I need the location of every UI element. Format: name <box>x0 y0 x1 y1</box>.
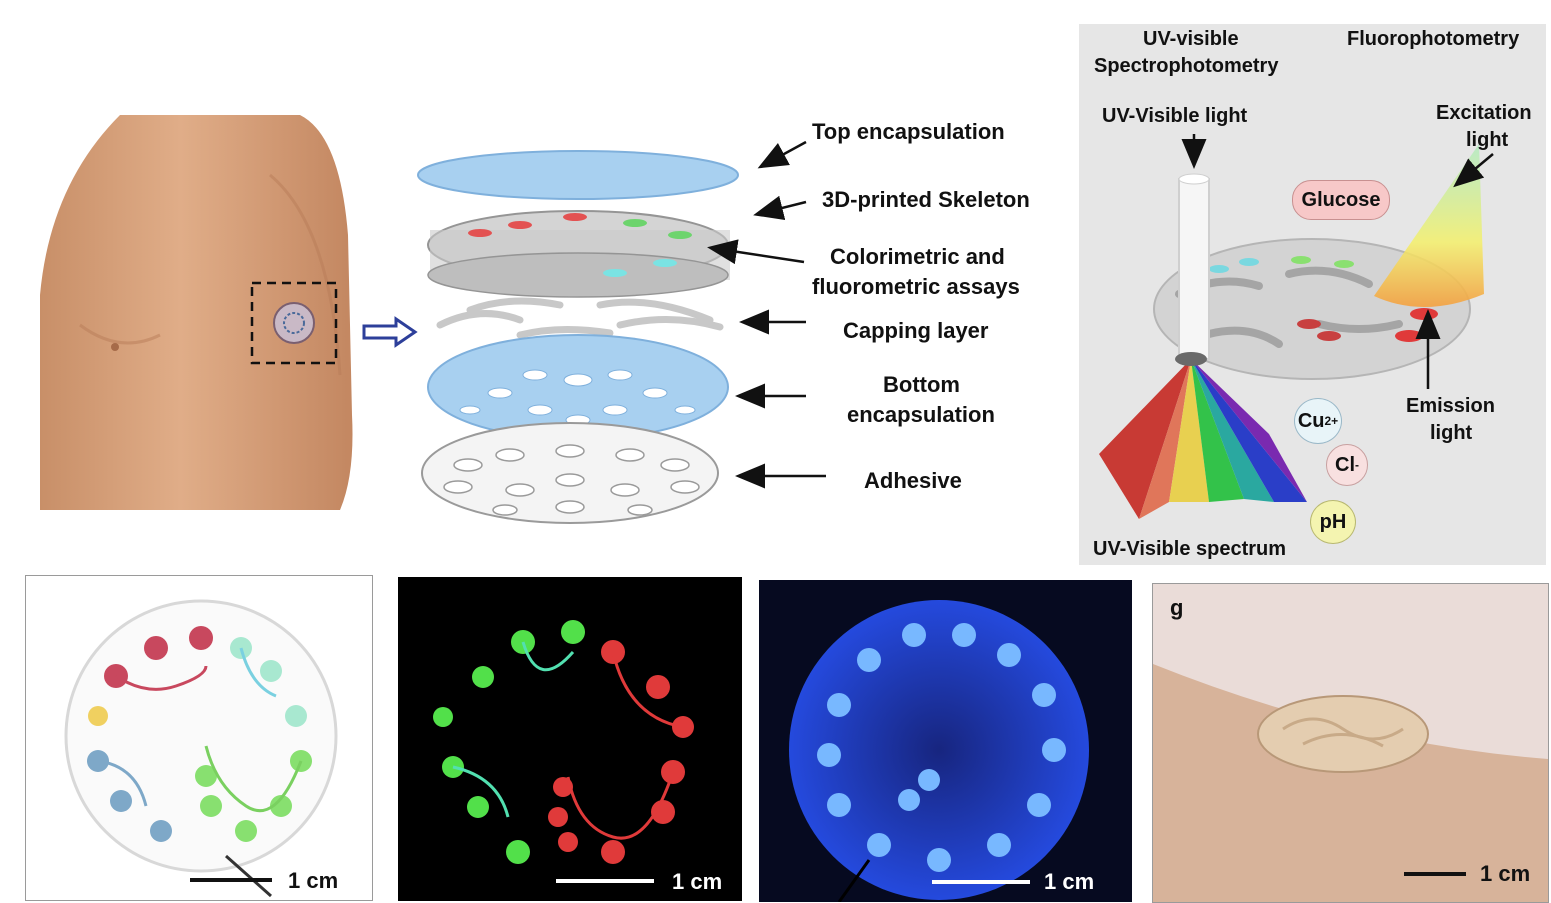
uv-light-tube <box>1178 178 1210 360</box>
label-emission-line2: light <box>1430 422 1473 444</box>
optics-illustration <box>1099 134 1494 519</box>
spectrum-fan <box>1099 352 1307 519</box>
fluorescent-device-drawing <box>433 620 694 864</box>
photo-fluorescent-device <box>398 577 742 901</box>
skin-photo-drawing <box>1153 664 1548 902</box>
uv-device-drawing <box>789 600 1089 902</box>
panel-g-label: g <box>1170 595 1184 620</box>
bottom-encapsulation-disc <box>427 334 729 440</box>
chloride-label: Cl <box>1335 453 1355 476</box>
label-excitation-line1: Excitation <box>1436 102 1532 124</box>
exploded-layer-stack <box>417 150 739 524</box>
hollow-arrow-icon <box>362 316 418 348</box>
label-capping-layer: Capping layer <box>843 318 989 343</box>
excitation-cone <box>1374 144 1484 308</box>
patch-on-arm <box>273 302 315 344</box>
capping-layer <box>436 297 724 339</box>
label-adhesive: Adhesive <box>864 468 962 493</box>
chloride-charge: - <box>1355 458 1359 472</box>
colorimetric-device-drawing <box>64 599 338 898</box>
ph-bubble: pH <box>1310 500 1356 544</box>
scale-label-4: 1 cm <box>1480 861 1531 886</box>
label-bottom-line2: encapsulation <box>847 402 995 427</box>
chloride-ion-bubble: Cl- <box>1326 444 1368 486</box>
scale-label-2: 1 cm <box>672 869 723 894</box>
photo-device-on-skin <box>1152 583 1549 903</box>
adhesive-disc <box>421 422 719 524</box>
layer-arrows <box>707 140 826 489</box>
label-3d-printed-skeleton: 3D-printed Skeleton <box>822 187 1030 212</box>
glucose-label: Glucose <box>1301 188 1381 211</box>
skeleton-layer <box>427 210 730 298</box>
label-uv-visible-light: UV-Visible light <box>1102 105 1248 127</box>
ph-label: pH <box>1319 510 1347 533</box>
glucose-bubble: Glucose <box>1292 180 1390 220</box>
photo-uv-device <box>759 580 1132 902</box>
label-uv-visible-spectrum: UV-Visible spectrum <box>1093 538 1287 560</box>
label-bottom-line1: Bottom <box>883 372 960 397</box>
scale-label-1: 1 cm <box>288 868 339 893</box>
copper-label: Cu <box>1297 409 1325 432</box>
scale-bar-1 <box>190 878 272 882</box>
scale-label-3: 1 cm <box>1044 869 1095 894</box>
label-uvvis-title-line2: Spectrophotometry <box>1094 55 1279 77</box>
copper-charge: 2+ <box>1324 414 1339 428</box>
label-uvvis-title-line1: UV-visible <box>1143 28 1239 50</box>
top-encapsulation-disc <box>417 150 739 200</box>
photo-colorimetric-device <box>25 575 373 901</box>
label-assays-line1: Colorimetric and <box>830 244 1005 269</box>
scale-bar-3 <box>932 880 1030 884</box>
label-excitation-line2: light <box>1466 129 1509 151</box>
label-emission-line1: Emission <box>1406 395 1495 417</box>
scale-bar-4 <box>1404 872 1466 876</box>
torso-illustration <box>40 115 353 510</box>
label-top-encapsulation: Top encapsulation <box>812 119 1005 144</box>
scale-bar-2 <box>556 879 654 883</box>
patch-highlight-box <box>250 281 338 365</box>
label-assays-line2: fluorometric assays <box>812 274 1020 299</box>
label-fluorophotometry: Fluorophotometry <box>1347 28 1520 50</box>
